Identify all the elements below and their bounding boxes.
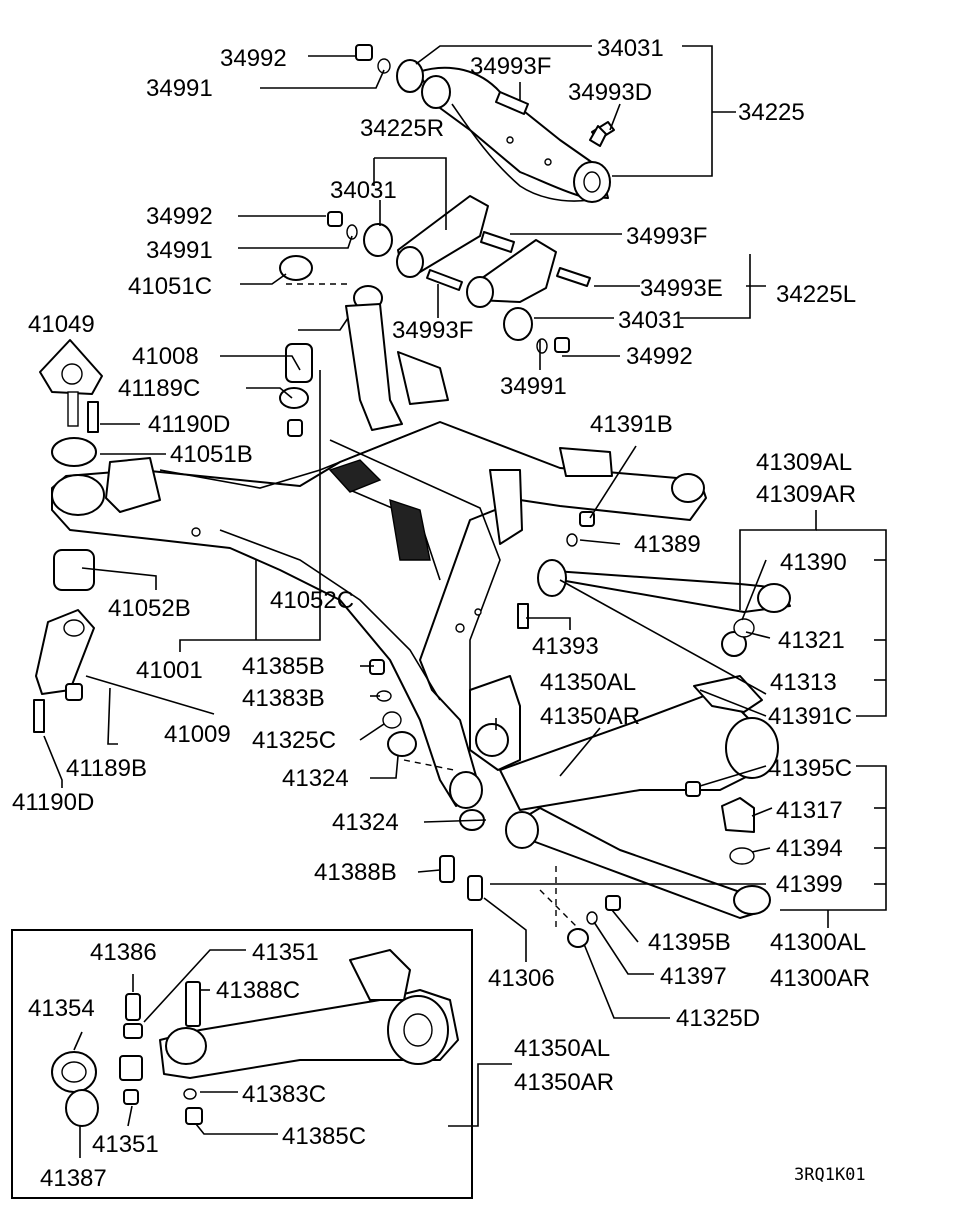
bushings-left [33, 339, 313, 733]
lower-arms [286, 283, 791, 948]
label-41049: 41049 [28, 311, 95, 338]
label-34992: 34992 [146, 203, 213, 230]
label-41386: 41386 [90, 939, 157, 966]
label-41300AR: 41300AR [770, 965, 870, 992]
label-34993D: 34993D [568, 79, 652, 106]
label-41395C: 41395C [768, 755, 852, 782]
label-34993F: 34993F [470, 53, 551, 80]
label-41385B: 41385B [242, 653, 325, 680]
label-41390: 41390 [780, 549, 847, 576]
label-41389: 41389 [634, 531, 701, 558]
label-41325C: 41325C [252, 727, 336, 754]
label-41350AR: 41350AR [514, 1069, 614, 1096]
label-41008: 41008 [132, 343, 199, 370]
label-34031: 34031 [597, 35, 664, 62]
inset-arm [51, 949, 459, 1127]
part-labels: 34992 34991 34031 34993F 34993D 34225 34… [12, 35, 870, 1192]
label-34225: 34225 [738, 99, 805, 126]
inset-frame [11, 929, 473, 1199]
label-34991: 34991 [500, 373, 567, 400]
label-41309AR: 41309AR [756, 481, 856, 508]
diagram-code: 3RQ1K01 [794, 1165, 866, 1185]
label-41321: 41321 [778, 627, 845, 654]
label-41394: 41394 [776, 835, 843, 862]
label-34031: 34031 [618, 307, 685, 334]
label-41300AL: 41300AL [770, 929, 866, 956]
label-34225L: 34225L [776, 281, 856, 308]
label-41391B: 41391B [590, 411, 673, 438]
label-41350AL: 41350AL [514, 1035, 610, 1062]
label-34991: 34991 [146, 75, 213, 102]
label-41189C: 41189C [118, 375, 200, 402]
label-41052B: 41052B [108, 595, 191, 622]
label-41190D: 41190D [12, 789, 94, 816]
label-41385C: 41385C [282, 1123, 366, 1150]
label-41306: 41306 [488, 965, 555, 992]
label-41009: 41009 [164, 721, 231, 748]
label-34992: 34992 [626, 343, 693, 370]
label-41324: 41324 [282, 765, 349, 792]
label-41395B: 41395B [648, 929, 731, 956]
label-41324: 41324 [332, 809, 399, 836]
label-41317: 41317 [776, 797, 843, 824]
bracket-34225R [279, 195, 591, 354]
label-41350AR: 41350AR [540, 703, 640, 730]
label-41399: 41399 [776, 871, 843, 898]
label-41051C: 41051C [128, 273, 212, 300]
label-41383C: 41383C [242, 1081, 326, 1108]
label-41383B: 41383B [242, 685, 325, 712]
label-41391C: 41391C [768, 703, 852, 730]
fasteners-top [355, 44, 615, 147]
label-41190D: 41190D [148, 411, 230, 438]
label-41309AL: 41309AL [756, 449, 852, 476]
label-34993F: 34993F [626, 223, 707, 250]
label-41051B: 41051B [170, 441, 253, 468]
upper-arm-34225 [396, 59, 611, 203]
label-41397: 41397 [660, 963, 727, 990]
label-41325D: 41325D [676, 1005, 760, 1032]
label-41350AL: 41350AL [540, 669, 636, 696]
label-41313: 41313 [770, 669, 837, 696]
label-41388C: 41388C [216, 977, 300, 1004]
label-41393: 41393 [532, 633, 599, 660]
label-41387: 41387 [40, 1165, 107, 1192]
label-41388B: 41388B [314, 859, 397, 886]
leader-lines [43, 45, 887, 1158]
label-34991: 34991 [146, 237, 213, 264]
label-41052C: 41052C [270, 587, 354, 614]
label-41001: 41001 [136, 657, 203, 684]
label-41189B: 41189B [66, 755, 147, 782]
label-41354: 41354 [28, 995, 95, 1022]
label-34225R: 34225R [360, 115, 444, 142]
label-34993F: 34993F [392, 317, 473, 344]
label-34992: 34992 [220, 45, 287, 72]
artwork [33, 44, 791, 1127]
label-41351: 41351 [252, 939, 319, 966]
label-41351: 41351 [92, 1131, 159, 1158]
label-34993E: 34993E [640, 275, 723, 302]
crossmember-41001 [51, 303, 707, 807]
label-34031: 34031 [330, 177, 397, 204]
